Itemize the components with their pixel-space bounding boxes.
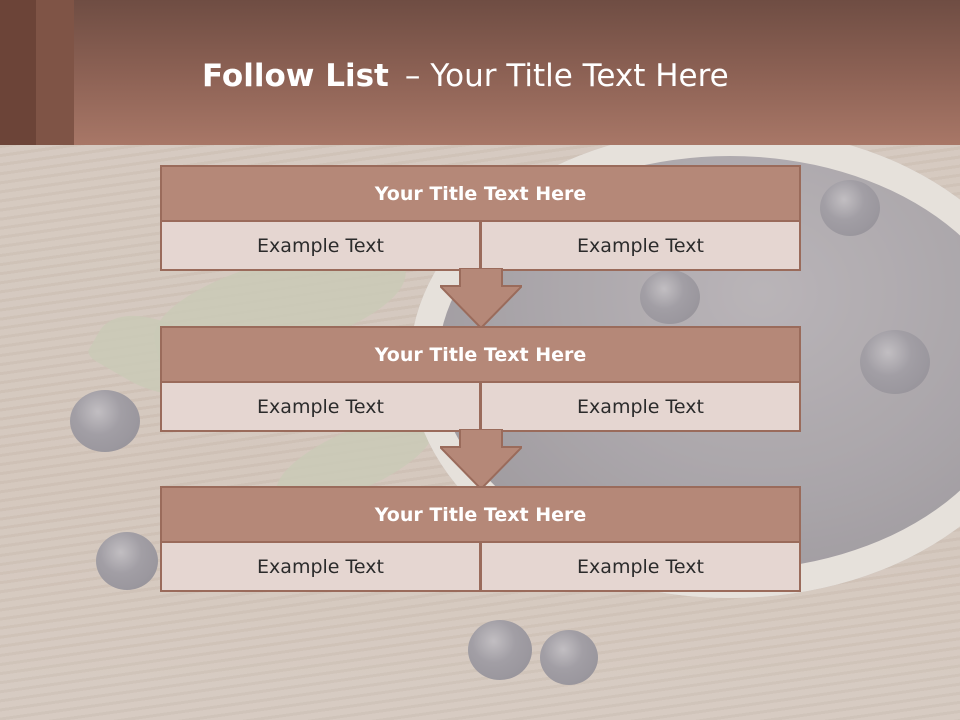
block-cell-right: Example Text <box>480 383 801 432</box>
blueberry <box>860 330 930 394</box>
title-separator: – <box>404 58 421 94</box>
block-cell-right: Example Text <box>480 543 801 592</box>
title-rest: Your Title Text Here <box>430 58 729 94</box>
blueberry <box>540 630 598 685</box>
blueberry <box>468 620 532 680</box>
blueberry <box>70 390 140 452</box>
title-bold: Follow List <box>202 58 389 94</box>
down-arrow-icon <box>440 268 522 328</box>
block-title: Your Title Text Here <box>160 165 801 222</box>
block-title: Your Title Text Here <box>160 486 801 543</box>
page-title: Follow List–Your Title Text Here <box>202 56 729 96</box>
block-cell-left: Example Text <box>160 543 481 592</box>
block-title: Your Title Text Here <box>160 326 801 383</box>
header-stripe <box>0 0 36 145</box>
down-arrow-icon <box>440 429 522 489</box>
block-cell-right: Example Text <box>480 222 801 271</box>
header-stripe <box>36 0 74 145</box>
block-cell-left: Example Text <box>160 383 481 432</box>
blueberry <box>640 270 700 324</box>
header-bar: Follow List–Your Title Text Here <box>0 0 960 145</box>
blueberry <box>96 532 158 590</box>
block-cell-left: Example Text <box>160 222 481 271</box>
blueberry <box>820 180 880 236</box>
